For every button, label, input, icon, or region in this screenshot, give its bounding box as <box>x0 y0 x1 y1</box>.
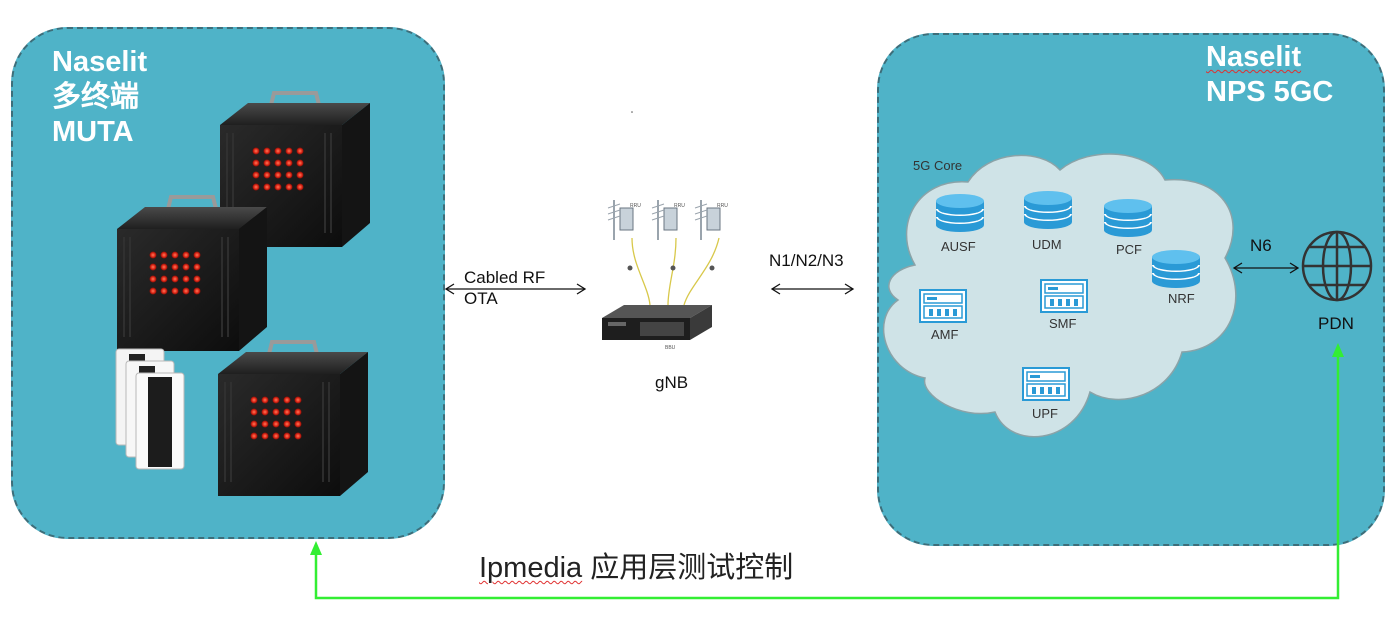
link-gnb-core-arrow <box>770 283 855 295</box>
nf-label-smf: SMF <box>1049 316 1077 331</box>
nrf-icon <box>1152 250 1200 288</box>
gnb-equipment: RRU RRU RRU BBU <box>591 196 747 354</box>
pcf-icon <box>1104 199 1152 237</box>
muta-title-line: MUTA <box>52 116 134 148</box>
core-panel-title: Naselit NPS 5GC <box>1206 40 1333 110</box>
upf-icon <box>1022 367 1070 401</box>
stray-dot <box>631 111 633 113</box>
amf-icon <box>919 289 967 323</box>
ausf-icon <box>936 194 984 232</box>
link-core-pdn-label: N6 <box>1250 236 1272 255</box>
control-caption-keyword: Ipmedia <box>479 552 583 584</box>
globe-icon <box>1301 230 1373 302</box>
control-caption-text: 应用层测试控制 <box>582 552 794 584</box>
handset-stack <box>115 348 185 470</box>
muta-cabinet <box>115 195 269 353</box>
rru-label: RRU <box>674 203 685 209</box>
nf-label-nrf: NRF <box>1168 291 1195 306</box>
link-gnb-core-label: N1/N2/N3 <box>769 251 844 270</box>
nf-label-ausf: AUSF <box>941 239 976 254</box>
nf-label-amf: AMF <box>931 327 959 342</box>
link-ue-gnb-label: Cabled RF OTA <box>464 267 545 309</box>
gnb-label: gNB <box>655 373 689 392</box>
link-ue-gnb-line: Cabled RF <box>464 268 546 287</box>
core-title-line: Naselit <box>1206 41 1302 73</box>
smf-icon <box>1040 279 1088 313</box>
bbu-label: BBU <box>665 345 676 351</box>
core-title-line: NPS 5GC <box>1206 76 1334 108</box>
rru-label: RRU <box>717 203 728 209</box>
nf-label-upf: UPF <box>1032 406 1058 421</box>
muta-title-line: Naselit <box>52 46 148 78</box>
control-caption: Ipmedia 应用层测试控制 <box>479 544 793 586</box>
muta-cabinet <box>216 340 370 498</box>
nf-label-udm: UDM <box>1032 237 1062 252</box>
rru-label: RRU <box>630 203 641 209</box>
pdn-label: PDN <box>1318 314 1354 333</box>
link-core-pdn-arrow <box>1232 262 1300 274</box>
control-arrow <box>310 343 1344 600</box>
cloud-label: 5G Core <box>913 158 963 173</box>
link-ue-gnb-line: OTA <box>464 289 498 308</box>
nf-label-pcf: PCF <box>1116 242 1142 257</box>
muta-title-line: 多终端 <box>52 81 140 113</box>
link-ue-gnb-arrow <box>444 283 587 295</box>
udm-icon <box>1024 191 1072 229</box>
muta-panel-title: Naselit 多终端 MUTA <box>52 45 147 150</box>
